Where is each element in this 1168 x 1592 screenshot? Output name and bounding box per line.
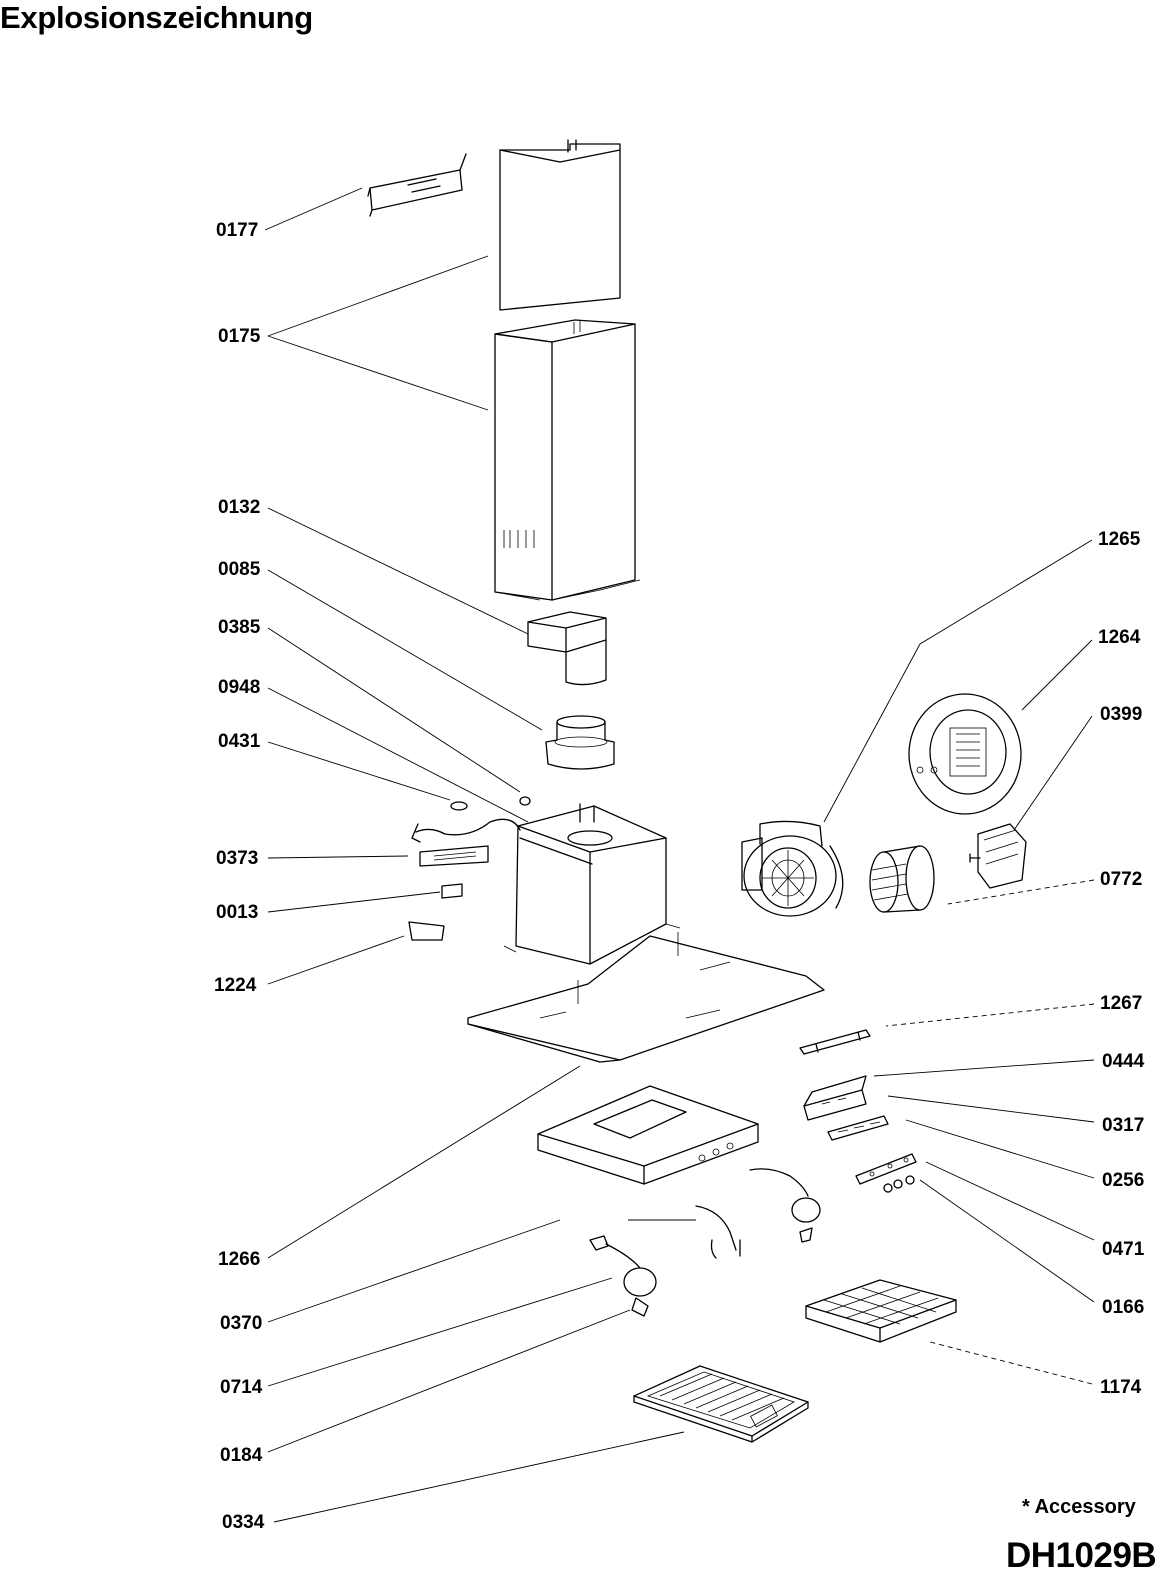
part-label-0175: 0175 bbox=[218, 326, 261, 347]
part-label-1174: 1174 bbox=[1100, 1377, 1142, 1398]
part-label-0370: 0370 bbox=[220, 1313, 263, 1334]
part-label-0317: 0317 bbox=[1102, 1115, 1145, 1136]
lower-chimney-part bbox=[494, 319, 641, 601]
accessory-note: * Accessory bbox=[1022, 1496, 1136, 1518]
part-label-0256: 0256 bbox=[1102, 1170, 1145, 1191]
part-label-0471: 0471 bbox=[1102, 1239, 1145, 1260]
capacitor-part bbox=[969, 823, 1027, 889]
part-label-0385: 0385 bbox=[218, 617, 261, 638]
control-panel-part bbox=[803, 1075, 889, 1141]
front-panel-part bbox=[537, 1085, 759, 1185]
part-label-0166: 0166 bbox=[1102, 1297, 1145, 1318]
part-label-0948: 0948 bbox=[218, 677, 261, 698]
leader-lines bbox=[264, 187, 1095, 1523]
part-label-0431: 0431 bbox=[218, 731, 261, 752]
part-label-1266: 1266 bbox=[218, 1249, 261, 1270]
part-label-0177: 0177 bbox=[216, 220, 259, 241]
blower-assembly-part bbox=[741, 820, 844, 917]
wiring-and-switch-parts bbox=[408, 818, 521, 941]
part-label-0132: 0132 bbox=[218, 497, 261, 518]
part-label-0399: 0399 bbox=[1100, 704, 1143, 725]
fan-cover-part bbox=[908, 693, 1022, 815]
part-label-0085: 0085 bbox=[218, 559, 261, 580]
part-label-1264: 1264 bbox=[1098, 627, 1141, 648]
part-label-1265: 1265 bbox=[1098, 529, 1141, 550]
lamp-bracket-part bbox=[799, 1029, 871, 1055]
page-title: Explosionszeichnung bbox=[0, 0, 313, 35]
part-label-0373: 0373 bbox=[216, 848, 259, 869]
grommet-part bbox=[450, 796, 531, 811]
fan-wheel-part bbox=[869, 845, 935, 913]
chimney-bracket-part bbox=[367, 153, 467, 217]
part-label-1267: 1267 bbox=[1100, 993, 1143, 1014]
lamp-assemblies-part bbox=[589, 1168, 821, 1317]
part-label-0184: 0184 bbox=[220, 1445, 263, 1466]
grease-filter-part bbox=[633, 1365, 809, 1443]
model-code: DH1029B bbox=[1006, 1536, 1157, 1575]
part-label-0772: 0772 bbox=[1100, 869, 1143, 890]
part-label-0334: 0334 bbox=[222, 1512, 265, 1533]
part-label-0444: 0444 bbox=[1102, 1051, 1145, 1072]
duct-adapter-part bbox=[527, 611, 607, 686]
part-label-0013: 0013 bbox=[216, 902, 259, 923]
hood-body-part bbox=[467, 803, 825, 1063]
carbon-filter-part bbox=[805, 1279, 957, 1343]
lamp-strip-part bbox=[855, 1153, 917, 1193]
part-label-0714: 0714 bbox=[220, 1377, 263, 1398]
upper-chimney-part bbox=[499, 139, 621, 311]
part-label-1224: 1224 bbox=[214, 975, 257, 996]
exhaust-flange-part bbox=[545, 715, 615, 770]
